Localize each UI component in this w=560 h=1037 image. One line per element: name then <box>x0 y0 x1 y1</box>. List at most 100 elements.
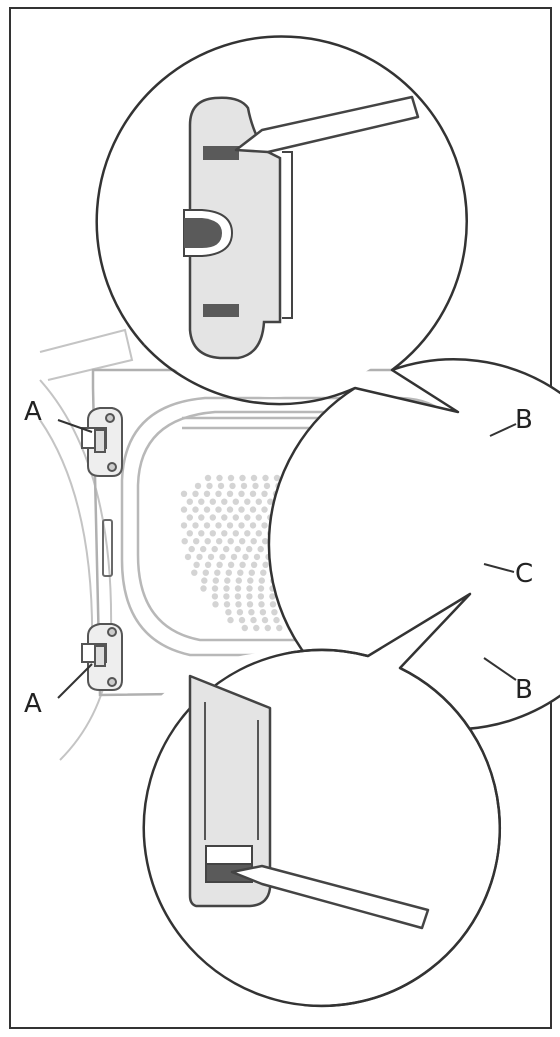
perforation-hole <box>263 482 271 490</box>
perforation-hole <box>246 601 254 608</box>
perforation-hole <box>261 506 268 513</box>
perforation-hole <box>232 530 239 537</box>
perforation-hole <box>239 561 246 568</box>
perforation-hole <box>234 545 241 553</box>
perforation-hole <box>215 522 222 529</box>
perforation-hole <box>225 609 232 616</box>
perforation-hole <box>262 538 269 545</box>
perforation-hole <box>255 514 262 521</box>
perforation-hole <box>234 585 242 592</box>
perforation-hole <box>232 514 239 521</box>
perforation-hole <box>249 522 257 529</box>
perforation-hole <box>193 538 200 545</box>
perforation-hole <box>229 482 236 490</box>
perforation-hole <box>209 514 216 521</box>
perforation-hole <box>223 593 230 600</box>
perforation-hole <box>227 561 235 568</box>
perforation-hole <box>204 538 211 545</box>
perforation-hole <box>214 569 221 576</box>
perforation-hole <box>180 522 188 529</box>
perforation-hole <box>198 514 205 521</box>
perforation-hole <box>236 609 244 616</box>
perforation-hole <box>192 522 199 529</box>
perforation-hole <box>215 490 222 497</box>
perforation-hole <box>262 561 269 568</box>
perforation-hole <box>221 514 228 521</box>
perforation-hole <box>223 545 230 553</box>
perforation-hole <box>186 514 193 521</box>
perforation-hole <box>252 482 259 490</box>
perforation-hole <box>250 474 258 482</box>
perforation-hole <box>203 522 211 529</box>
perforation-hole <box>255 530 262 537</box>
perforation-hole <box>227 616 234 624</box>
perforation-hole <box>209 498 216 505</box>
label-latch-c: C <box>515 559 533 589</box>
perforation-hole <box>269 593 276 600</box>
perforation-hole <box>217 482 225 490</box>
perforation-hole <box>212 601 219 608</box>
perforation-hole <box>198 498 205 505</box>
perforation-hole <box>219 553 226 561</box>
perforation-hole <box>244 530 251 537</box>
perforation-hole <box>273 616 280 624</box>
perforation-hole <box>186 530 193 537</box>
perforation-hole <box>240 482 248 490</box>
perforation-hole <box>226 522 234 529</box>
perforation-hole <box>212 577 219 584</box>
perforation-hole <box>248 569 255 576</box>
perforation-hole <box>211 545 218 553</box>
perforation-hole <box>234 593 242 600</box>
perforation-hole <box>239 474 246 482</box>
perforation-hole <box>246 593 253 600</box>
perforation-hole <box>206 482 213 490</box>
perforation-hole <box>180 490 188 497</box>
perforation-hole <box>198 530 205 537</box>
perforation-hole <box>250 616 257 624</box>
screwdriver-top <box>234 95 420 154</box>
door-handle-slot <box>102 519 113 577</box>
perforation-hole <box>194 482 202 490</box>
perforation-hole <box>221 498 228 505</box>
perforation-hole <box>258 601 265 608</box>
perforation-hole <box>192 490 199 497</box>
perforation-hole <box>200 545 207 553</box>
perforation-hole <box>207 553 215 561</box>
perforation-hole <box>226 490 234 497</box>
perforation-hole <box>227 538 234 545</box>
screwdriver-bottom <box>230 864 430 930</box>
zoom-detail-bottom <box>100 592 502 1008</box>
perforation-hole <box>253 553 261 561</box>
label-hinge-a-top: A <box>24 397 42 427</box>
perforation-hole <box>267 498 274 505</box>
perforation-hole <box>261 490 268 497</box>
perforation-hole <box>226 506 234 513</box>
perforation-hole <box>238 616 246 624</box>
latch-catch <box>205 845 253 865</box>
perforation-hole <box>223 601 231 608</box>
perforation-hole <box>271 609 278 616</box>
perforation-hole <box>250 561 258 568</box>
perforation-hole <box>260 569 267 576</box>
perforation-hole <box>238 490 245 497</box>
perforation-hole <box>181 538 188 545</box>
perforation-hole <box>241 624 248 632</box>
perforation-hole <box>204 561 212 568</box>
perforation-hole <box>235 577 242 584</box>
perforation-hole <box>247 577 254 584</box>
perforation-hole <box>244 514 251 521</box>
perforation-hole <box>264 624 271 632</box>
upper-slot <box>203 146 239 160</box>
perforation-hole <box>261 522 268 529</box>
perforation-hole <box>261 616 269 624</box>
zoom-detail-top <box>87 27 560 731</box>
perforation-hole <box>239 538 246 545</box>
perforation-hole <box>223 585 230 592</box>
dryer-body <box>39 328 134 761</box>
perforation-hole <box>225 569 232 576</box>
perforation-hole <box>249 506 257 513</box>
perforation-hole <box>230 553 238 561</box>
perforation-hole <box>257 593 265 600</box>
perforation-hole <box>180 506 188 513</box>
